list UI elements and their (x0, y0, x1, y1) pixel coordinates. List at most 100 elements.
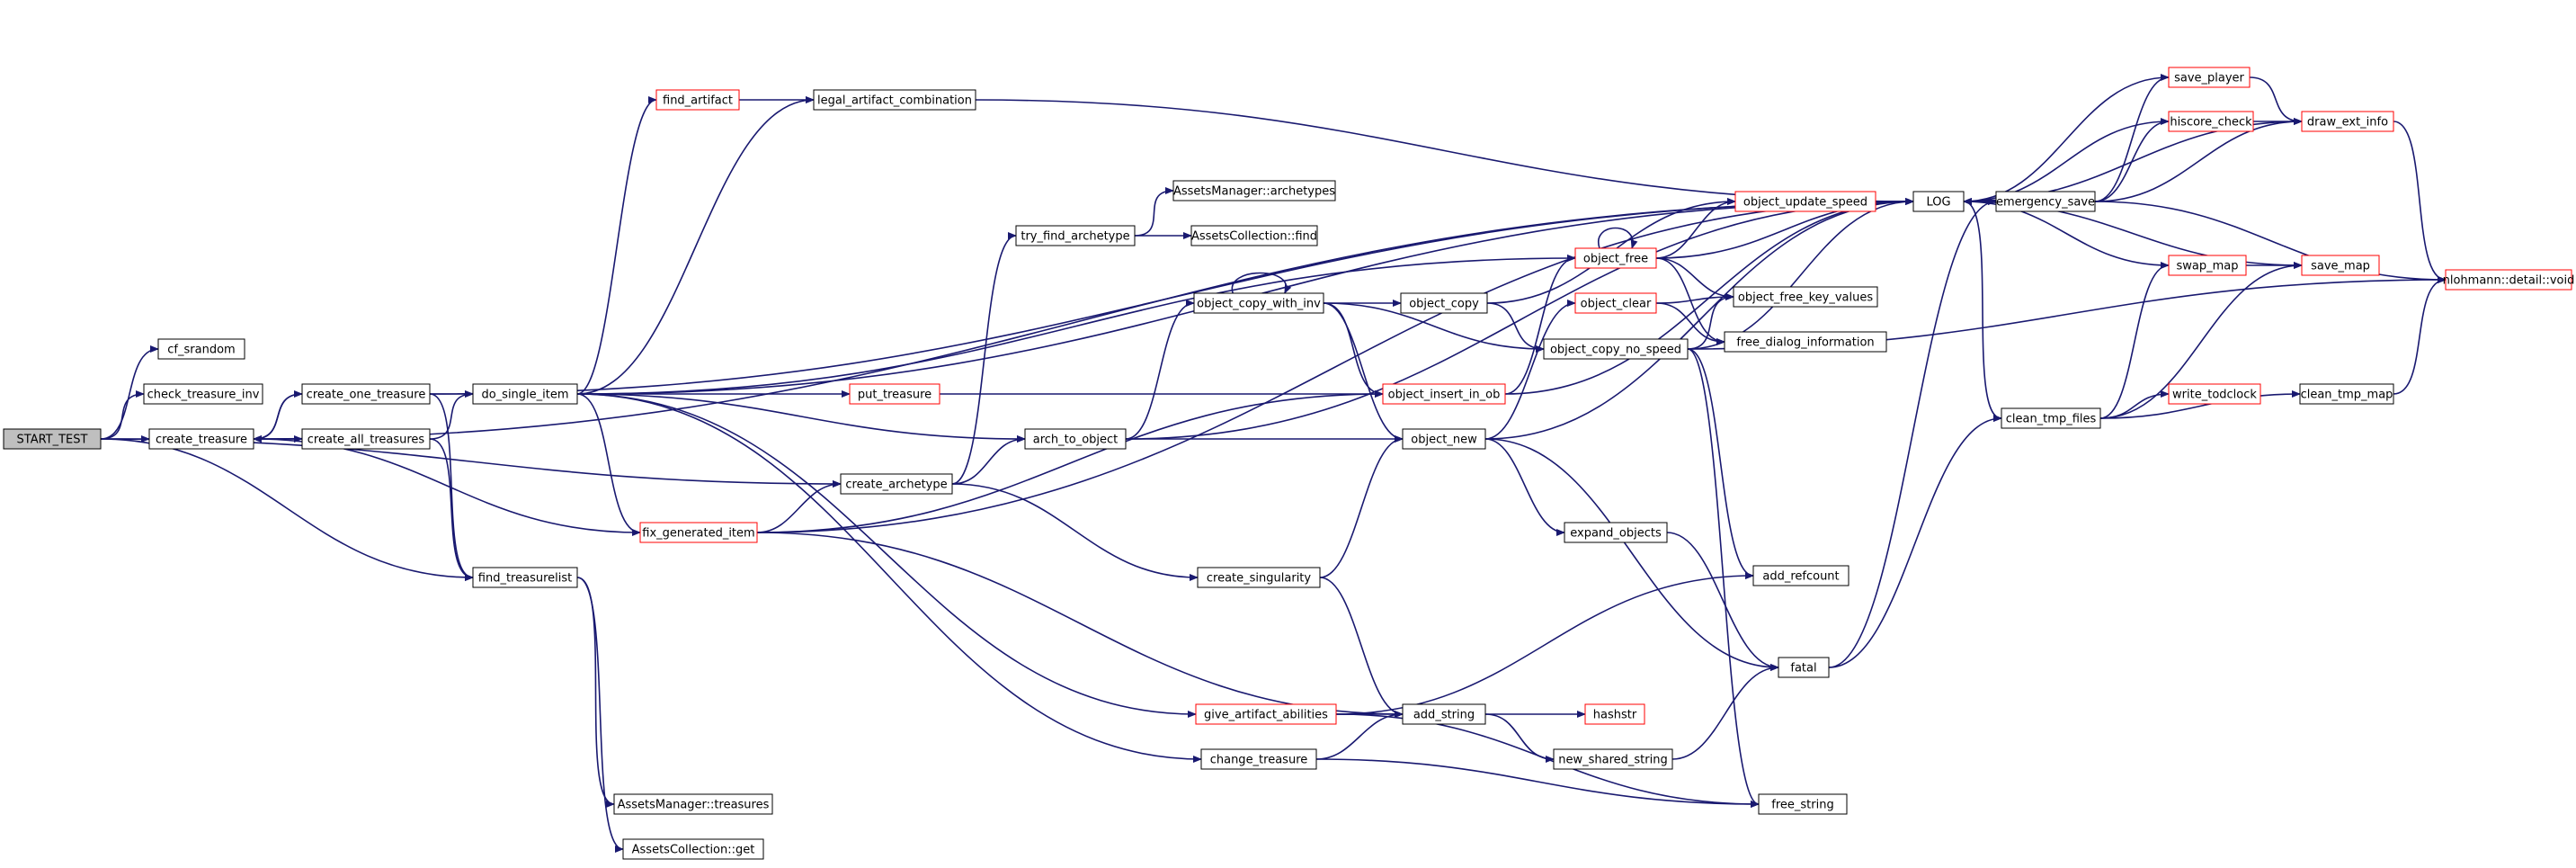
node-fix-generated-item[interactable]: fix_generated_item (639, 522, 758, 543)
edge-do_single_item-to-fix_generated_item (576, 393, 641, 536)
node-box (1778, 657, 1830, 678)
node-label: object_copy_no_speed (1550, 344, 1681, 357)
node-put-treasure[interactable]: put_treasure (849, 383, 940, 405)
node-am-archetypes[interactable]: AssetsManager::archetypes (1172, 180, 1336, 201)
edge-object_insert_in_ob-to-object_free (1504, 255, 1576, 395)
node-label: write_todclock (2172, 389, 2257, 402)
node-change-treasure[interactable]: change_treasure (1200, 748, 1317, 770)
node-free-string[interactable]: free_string (1758, 793, 1848, 815)
node-object-copy[interactable]: object_copy (1400, 292, 1488, 314)
node-find-artifact[interactable]: find_artifact (655, 89, 740, 111)
node-fatal[interactable]: fatal (1778, 657, 1830, 678)
node-box (655, 89, 740, 111)
node-give-artifact-abilities[interactable]: give_artifact_abilities (1195, 703, 1337, 725)
node-expand-objects[interactable]: expand_objects (1564, 522, 1668, 543)
node-try-find-archetype[interactable]: try_find_archetype (1015, 225, 1136, 246)
node-create-treasure[interactable]: create_treasure (148, 428, 254, 450)
node-label: do_single_item (481, 389, 568, 402)
node-nlohmann-void[interactable]: nlohmann::detail::void (2443, 269, 2575, 291)
node-object-copy-no-speed[interactable]: object_copy_no_speed (1543, 338, 1689, 360)
node-object-free[interactable]: object_free (1574, 247, 1657, 269)
node-box (2299, 383, 2394, 405)
node-ac-get[interactable]: AssetsCollection::get (622, 838, 764, 860)
node-hashstr[interactable]: hashstr (1584, 703, 1645, 725)
edge-change_treasure-to-free_string (1315, 758, 1760, 808)
node-box (1574, 247, 1657, 269)
edge-hiscore_check-to-LOG (1963, 121, 2170, 205)
node-add-refcount[interactable]: add_refcount (1752, 565, 1850, 586)
node-add-string[interactable]: add_string (1402, 703, 1486, 725)
node-start[interactable]: START_TEST (3, 428, 102, 450)
node-label: nlohmann::detail::void (2443, 274, 2575, 288)
node-create-archetype[interactable]: create_archetype (840, 473, 953, 495)
node-do-single-item[interactable]: do_single_item (472, 383, 578, 405)
node-arch-to-object[interactable]: arch_to_object (1024, 428, 1127, 450)
node-new-shared-string[interactable]: new_shared_string (1553, 748, 1673, 770)
node-label: new_shared_string (1558, 754, 1667, 767)
node-box (1197, 567, 1321, 588)
edge-object_copy_no_speed-to-add_refcount (1687, 348, 1754, 579)
edge-start-to-check_treasure_inv (100, 390, 145, 440)
node-find-treasurelist[interactable]: find_treasurelist (472, 567, 578, 588)
edge-create_archetype-to-create_singularity (951, 483, 1199, 581)
edge-object_copy_with_inv-to-object_insert_in_ob (1323, 302, 1384, 398)
node-clean-tmp-map[interactable]: clean_tmp_map (2299, 383, 2394, 405)
node-LOG[interactable]: LOG (1912, 191, 1965, 212)
node-label: cf_srandom (167, 344, 235, 357)
node-box (2168, 255, 2247, 276)
node-label: START_TEST (17, 434, 88, 447)
node-emergency-save[interactable]: emergency_save (1995, 191, 2096, 212)
node-label: free_dialog_information (1736, 336, 1874, 350)
node-check-treasure-inv[interactable]: check_treasure_inv (143, 383, 263, 405)
node-object-free-key-values[interactable]: object_free_key_values (1733, 286, 1878, 308)
edge-object_new-to-object_clear (1484, 300, 1576, 440)
node-create-all-treasures[interactable]: create_all_treasures (301, 428, 431, 450)
node-box (1543, 338, 1689, 360)
node-am-treasures[interactable]: AssetsManager::treasures (613, 793, 773, 815)
node-label: object_free_key_values (1738, 291, 1873, 305)
edge-clean_tmp_files-to-clean_tmp_map (2099, 390, 2301, 419)
node-object-update-speed[interactable]: object_update_speed (1734, 191, 1876, 212)
node-object-copy-with-inv[interactable]: object_copy_with_inv (1193, 292, 1324, 314)
node-box (3, 428, 102, 450)
node-hiscore-check[interactable]: hiscore_check (2168, 111, 2254, 132)
node-free-dialog-information[interactable]: free_dialog_information (1724, 331, 1887, 353)
node-label: create_one_treasure (307, 389, 426, 402)
node-write-todclock[interactable]: write_todclock (2168, 383, 2261, 405)
node-create-singularity[interactable]: create_singularity (1197, 567, 1321, 588)
edge-legal_artifact_combination-to-LOG (975, 99, 1914, 205)
node-create-one-treasure[interactable]: create_one_treasure (301, 383, 431, 405)
node-box (1584, 703, 1645, 725)
node-label: clean_tmp_map (2301, 389, 2393, 402)
node-box (849, 383, 940, 405)
node-box (1758, 793, 1848, 815)
node-box (1382, 383, 1506, 405)
node-object-clear[interactable]: object_clear (1574, 292, 1657, 314)
node-object-insert-in-ob[interactable]: object_insert_in_ob (1382, 383, 1506, 405)
edge-object_free-to-object_update_speed (1655, 198, 1736, 259)
node-cf-srandom[interactable]: cf_srandom (157, 338, 245, 360)
node-box (472, 383, 578, 405)
node-box (1172, 180, 1336, 201)
node-box (2168, 383, 2261, 405)
node-swap-map[interactable]: swap_map (2168, 255, 2247, 276)
node-label: emergency_save (1996, 196, 2095, 210)
edge-object_free-to-object_free_key_values (1655, 257, 1734, 300)
node-object-new[interactable]: object_new (1402, 428, 1486, 450)
node-save-map[interactable]: save_map (2301, 255, 2380, 276)
node-box (1402, 703, 1486, 725)
node-legal-artifact-combination[interactable]: legal_artifact_combination (813, 89, 976, 111)
node-draw-ext-info[interactable]: draw_ext_info (2301, 111, 2394, 132)
node-save-player[interactable]: save_player (2168, 67, 2251, 88)
node-ac-find[interactable]: AssetsCollection::find (1190, 225, 1318, 246)
edge-object_copy-to-object_copy_no_speed (1486, 302, 1545, 353)
edge-LOG-to-clean_tmp_files (1963, 201, 2002, 422)
node-box (2301, 111, 2394, 132)
node-label: object_free (1583, 253, 1648, 266)
edge-fix_generated_item-to-create_archetype (756, 480, 842, 533)
edge-object_copy_with_inv-to-object_copy_no_speed (1323, 302, 1545, 353)
node-box (157, 338, 245, 360)
edge-find_treasurelist-to-am_treasures (576, 577, 615, 808)
node-clean-tmp-files[interactable]: clean_tmp_files (2001, 407, 2101, 429)
edge-start-to-find_treasurelist (100, 438, 474, 581)
